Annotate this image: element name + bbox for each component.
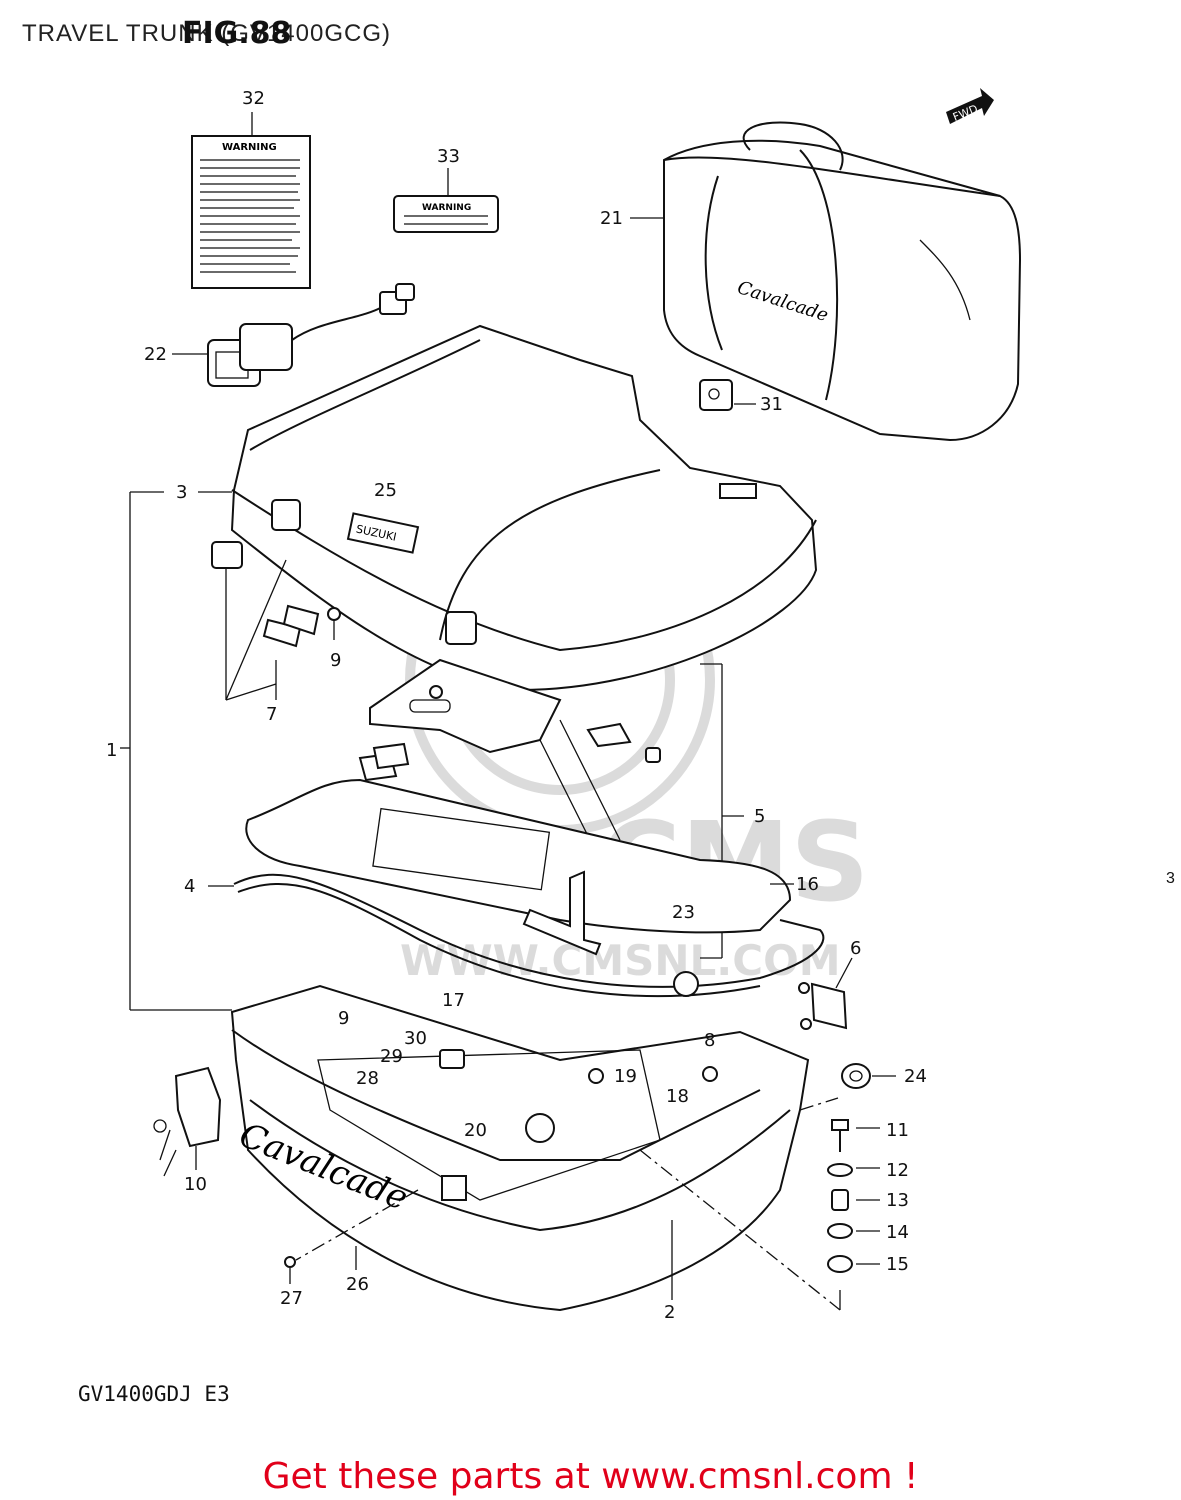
- callout-15: 15: [886, 1254, 909, 1275]
- callout-21: 21: [600, 208, 623, 229]
- callout-26: 26: [346, 1274, 369, 1295]
- model-code: GV1400GDJ E3: [78, 1382, 230, 1406]
- callout-32: 32: [242, 88, 265, 109]
- callout-25: 25: [374, 480, 397, 501]
- callout-12: 12: [886, 1160, 909, 1181]
- trunk-lid: SUZUKI: [120, 324, 818, 1011]
- callout-2: 2: [664, 1302, 676, 1323]
- callout-23: 23: [672, 902, 695, 923]
- callout-31: 31: [760, 394, 783, 415]
- callout-13: 13: [886, 1190, 909, 1211]
- callout-5: 5: [754, 806, 766, 827]
- callout-29: 29: [380, 1046, 403, 1067]
- page-title: TRAVEL TRUNK (GV1400GCG): [22, 20, 391, 47]
- warning-label-large: WARNING: [191, 112, 311, 289]
- travel-bag: Cavalcade: [630, 121, 1022, 442]
- callout-24: 24: [904, 1066, 927, 1087]
- warning-label-small: WARNING: [393, 168, 499, 233]
- callout-27: 27: [280, 1288, 303, 1309]
- callout-10: 10: [184, 1174, 207, 1195]
- forward-direction-arrow: FWD: [946, 88, 994, 124]
- part-16-liner: [245, 742, 794, 934]
- part-10-lock: [153, 1066, 222, 1177]
- callout-11: 11: [886, 1120, 909, 1141]
- right-edge-mark: 3: [1166, 870, 1175, 887]
- watermark-url: WWW.CMSNL.COM: [400, 936, 841, 985]
- callout-7: 7: [266, 704, 278, 725]
- part-4-seal: [208, 870, 825, 998]
- callout-1: 1: [106, 740, 118, 761]
- callout-3: 3: [176, 482, 188, 503]
- part-22-lamp: [172, 283, 415, 387]
- callout-18: 18: [666, 1086, 689, 1107]
- part-6-latch: [798, 957, 853, 1030]
- callout-19: 19: [614, 1066, 637, 1087]
- callout-20: 20: [464, 1120, 487, 1141]
- callout-33: 33: [437, 146, 460, 167]
- part-7-latch-parts: [211, 541, 341, 701]
- callout-9-lower: 9: [338, 1008, 350, 1029]
- callout-30: 30: [404, 1028, 427, 1049]
- callout-4: 4: [184, 876, 196, 897]
- footer-cta-link[interactable]: Get these parts at www.cmsnl.com !: [262, 1456, 919, 1497]
- figure-number: FIG.88: [182, 16, 292, 51]
- callout-14: 14: [886, 1222, 909, 1243]
- callout-17: 17: [442, 990, 465, 1011]
- callout-9-upper: 9: [330, 650, 342, 671]
- warning-label-large-text: WARNING: [222, 142, 277, 153]
- part-5-inner-panel: [369, 658, 744, 959]
- fwd-text: FWD: [951, 102, 980, 124]
- part-24-grommet: [841, 1063, 896, 1089]
- warning-label-small-text: WARNING: [422, 203, 471, 213]
- hardware-stack: [639, 1097, 880, 1311]
- part-31-clip: [699, 379, 756, 411]
- trunk-body: [230, 984, 810, 1312]
- callout-16: 16: [796, 874, 819, 895]
- callout-22: 22: [144, 344, 167, 365]
- callout-28: 28: [356, 1068, 379, 1089]
- callout-8: 8: [704, 1030, 716, 1051]
- callout-6: 6: [850, 938, 862, 959]
